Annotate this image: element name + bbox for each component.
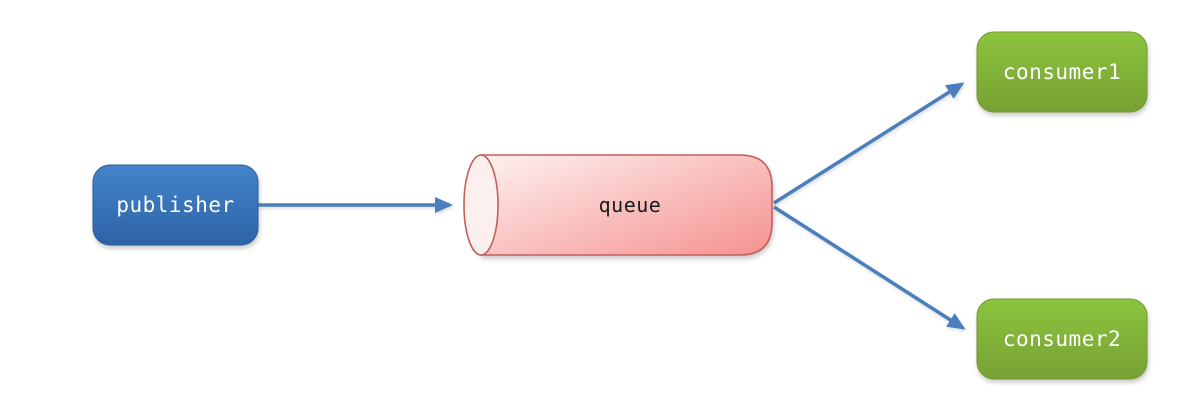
publisher-label: publisher — [116, 193, 234, 217]
edge-queue-to-consumer2 — [773, 205, 966, 330]
node-consumer2: consumer2 — [976, 298, 1148, 380]
consumer1-label: consumer1 — [1003, 60, 1121, 84]
publisher-box — [92, 164, 259, 246]
consumer1-box — [976, 31, 1148, 113]
queue-cylinder-cap — [464, 155, 498, 255]
node-publisher: publisher — [92, 164, 259, 246]
queue-label: queue — [599, 193, 662, 217]
node-queue: queue — [463, 154, 773, 256]
edge-queue-to-consumer1 — [773, 82, 965, 205]
consumer2-label: consumer2 — [1003, 327, 1121, 351]
queue-cylinder-body — [480, 154, 773, 256]
consumer2-box — [976, 298, 1148, 380]
queue-cylinder-cap-outline — [463, 154, 499, 256]
node-consumer1: consumer1 — [976, 31, 1148, 113]
